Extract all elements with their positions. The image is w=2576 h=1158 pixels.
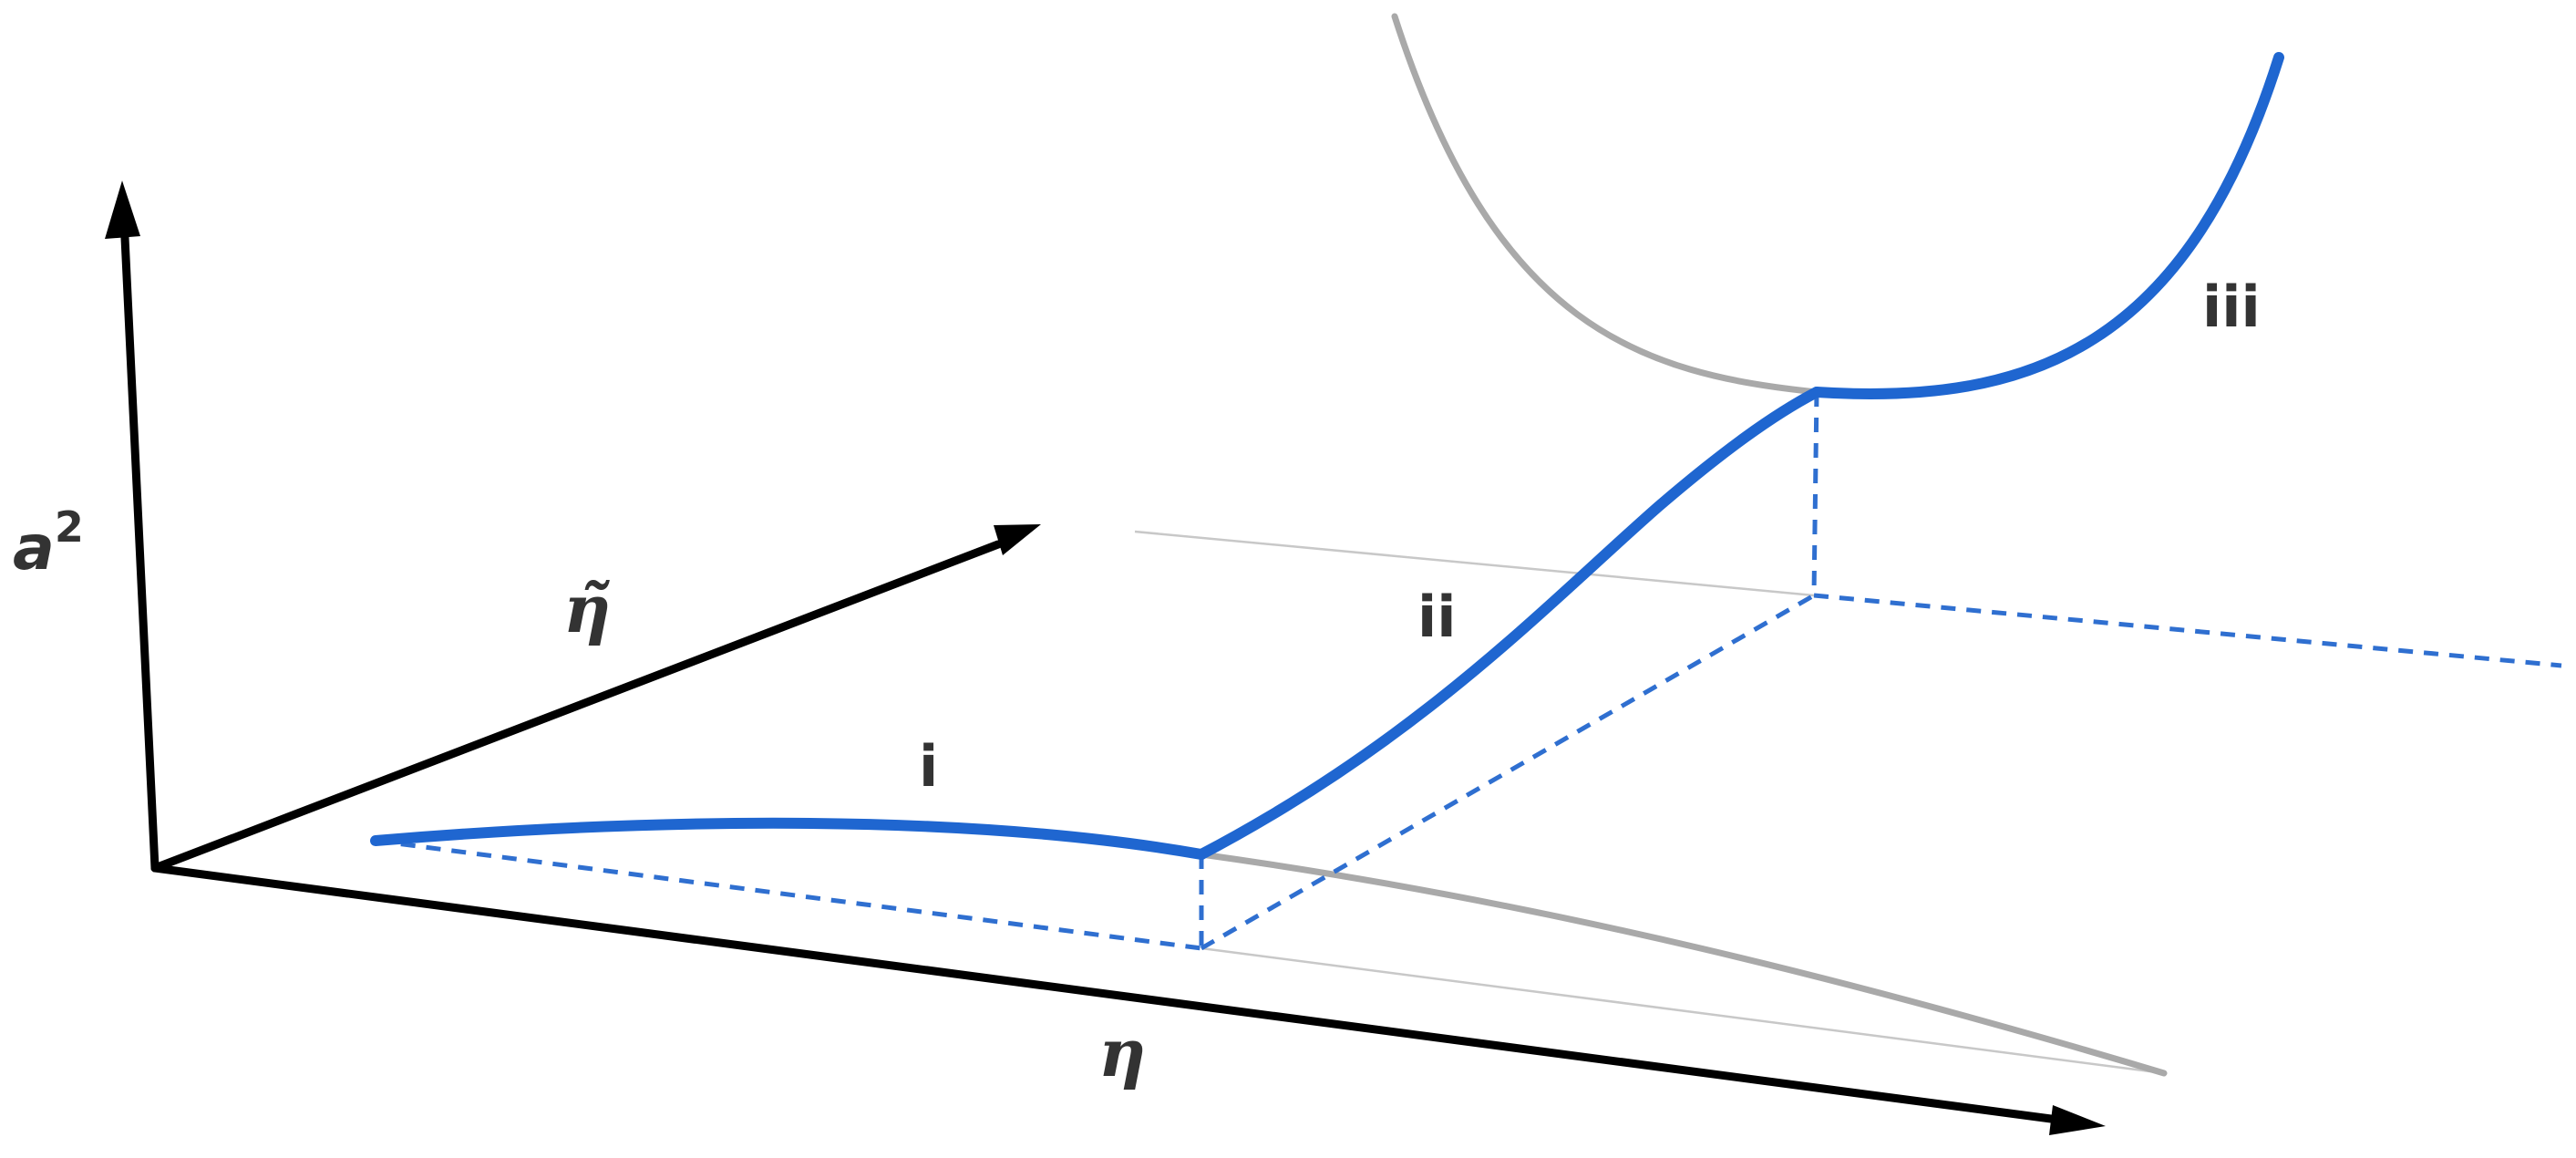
axis-label-horizontal: η bbox=[1098, 1014, 1146, 1091]
axis-label-vertical-base: a bbox=[13, 512, 55, 584]
axis-vertical-line bbox=[119, 214, 160, 873]
axis-label-vertical: a2 bbox=[13, 502, 84, 584]
projection-dash-iii bbox=[1813, 593, 2562, 668]
region-label-i: i bbox=[919, 733, 938, 800]
reference-line-bottom bbox=[1200, 946, 2165, 1075]
axis-depth-line bbox=[150, 540, 1003, 873]
projection-dash-i bbox=[375, 838, 1202, 951]
projection-dash-ii bbox=[1200, 593, 1816, 951]
reference-line-top bbox=[1134, 530, 1815, 597]
axis-label-depth: η̃ bbox=[563, 570, 611, 647]
blue-path-segment-iii bbox=[1811, 52, 2284, 399]
region-label-ii: ii bbox=[1417, 584, 1457, 650]
blue-path-segment-ii bbox=[1196, 387, 1822, 860]
blue-path-segment-i bbox=[370, 817, 1207, 860]
axis-horizontal-arrowhead bbox=[2049, 1105, 2106, 1135]
axis-horizontal-line bbox=[150, 863, 2056, 1123]
surface-curve-lower bbox=[1198, 851, 2168, 1077]
surface-curve-upper bbox=[1391, 13, 1820, 396]
axis-depth-arrowhead bbox=[994, 524, 1041, 555]
projection-dash-vertical-2 bbox=[1811, 391, 1819, 596]
axis-label-vertical-superscript: 2 bbox=[55, 502, 84, 552]
region-label-iii: iii bbox=[2202, 274, 2261, 340]
axis-vertical-arrowhead bbox=[105, 181, 140, 239]
